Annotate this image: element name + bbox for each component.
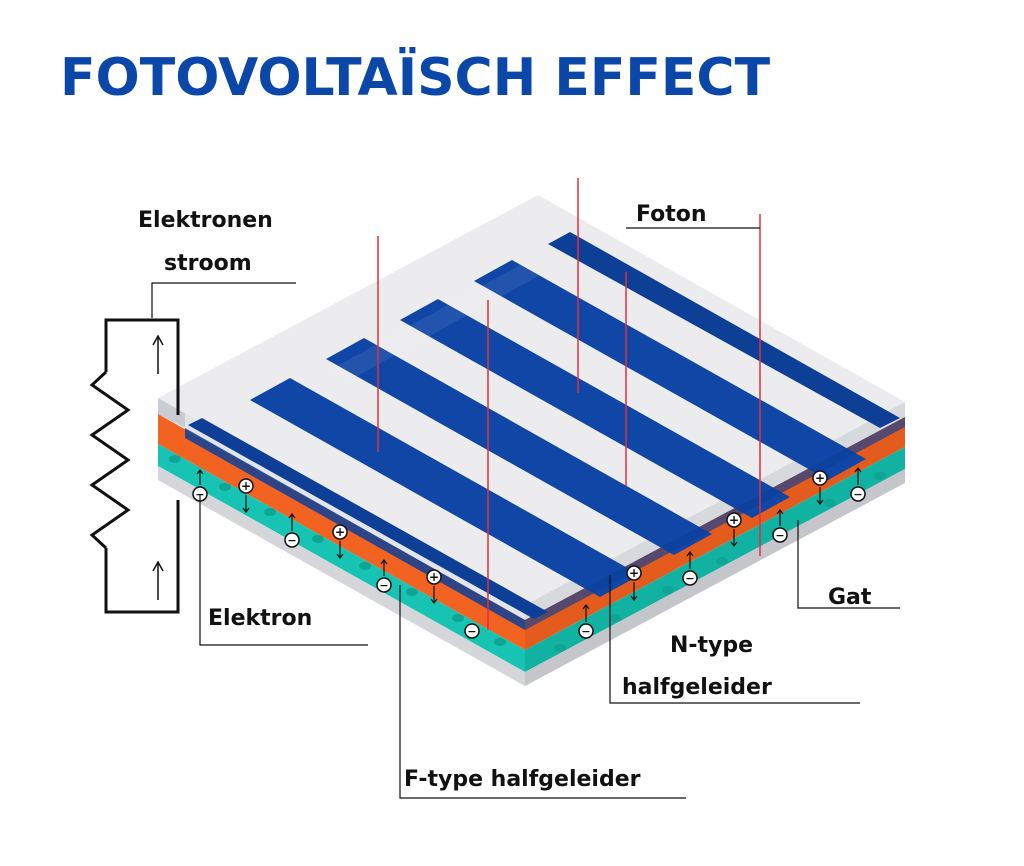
label-p-type: F-type halfgeleider — [404, 767, 641, 792]
label-electron-current-2: stroom — [164, 251, 252, 276]
external-circuit — [89, 318, 180, 614]
labels: Elektronen stroom Foton Gat Elektron N-t… — [138, 202, 872, 792]
hole-symbol: + — [241, 479, 251, 493]
front-blue-ribbon-right — [525, 417, 905, 630]
blue-strips — [188, 232, 900, 619]
base-layer-left — [158, 466, 525, 686]
leader-lines — [151, 227, 900, 799]
page-title: FOTOVOLTAÏSCH EFFECT — [60, 47, 771, 108]
current-arrows — [152, 334, 164, 600]
photon-rays — [377, 178, 761, 630]
label-electron: Elektron — [208, 606, 312, 631]
electron-symbol: − — [775, 529, 784, 542]
electron-symbol: − — [853, 488, 862, 501]
hole-symbol: + — [729, 513, 739, 527]
label-electron-current-1: Elektronen — [138, 208, 273, 233]
label-photon: Foton — [636, 202, 707, 227]
hole-symbol: + — [629, 566, 639, 580]
hole-symbol: + — [335, 525, 345, 539]
teal-layer-left — [158, 444, 525, 672]
label-hole: Gat — [828, 585, 872, 610]
electron-symbol: − — [467, 625, 476, 638]
electron-symbol: − — [379, 579, 388, 592]
hole-symbol: + — [429, 570, 439, 584]
electron-symbol: − — [287, 534, 296, 547]
solar-cell — [158, 195, 905, 686]
label-n-type-2: halfgeleider — [622, 675, 772, 700]
charge-arrows — [196, 467, 862, 622]
label-n-type-1: N-type — [670, 633, 753, 658]
base-layer-right — [525, 469, 905, 686]
electron-symbol: − — [581, 625, 590, 638]
teal-layer-right — [525, 447, 905, 672]
top-edge-left-corner — [158, 398, 185, 428]
hole-symbol: + — [815, 471, 825, 485]
charge-symbols: − − − − − − − − + + + + + + — [192, 467, 866, 639]
electron-symbol: − — [685, 572, 694, 585]
